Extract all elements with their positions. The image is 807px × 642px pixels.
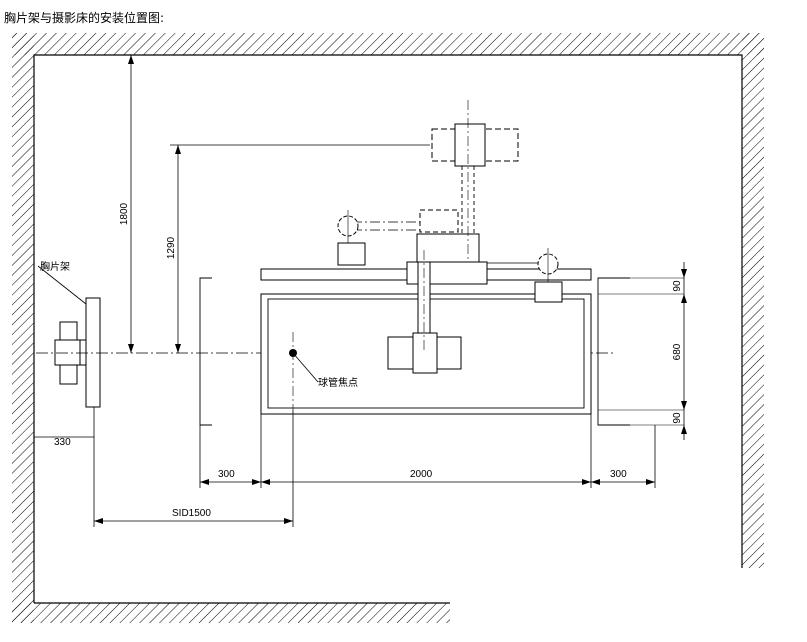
chest-stand-label: 胸片架 — [40, 260, 70, 273]
page-title: 胸片架与摄影床的安装位置图: — [4, 11, 165, 25]
dim-1800: 1800 — [119, 202, 130, 225]
room-walls — [12, 33, 764, 623]
tube-column — [352, 209, 545, 374]
dim-680: 680 — [672, 343, 683, 360]
focus-point-label: 球管焦点 — [318, 376, 358, 389]
dim-300-left: 300 — [218, 469, 235, 480]
dim-330: 330 — [54, 437, 71, 448]
chest-stand — [37, 265, 101, 408]
dim-1290: 1290 — [166, 236, 177, 259]
dim-2000: 2000 — [410, 469, 433, 480]
right-tube-head — [534, 248, 563, 303]
wall-top — [12, 33, 764, 55]
dim-90-bottom: 90 — [672, 412, 683, 424]
left-tube-head — [337, 210, 366, 266]
dim-90-top: 90 — [672, 280, 683, 292]
wall-right — [742, 33, 764, 568]
wall-left — [12, 33, 34, 623]
focus-point — [289, 332, 319, 410]
dim-sid1500: SID1500 — [172, 508, 211, 519]
dim-300-right: 300 — [610, 469, 627, 480]
wall-bottom — [12, 603, 450, 623]
overhead-tube — [431, 100, 519, 260]
horizontal-dimensions — [34, 407, 656, 527]
vertical-dimensions — [128, 55, 430, 353]
right-dimensions — [681, 262, 687, 440]
